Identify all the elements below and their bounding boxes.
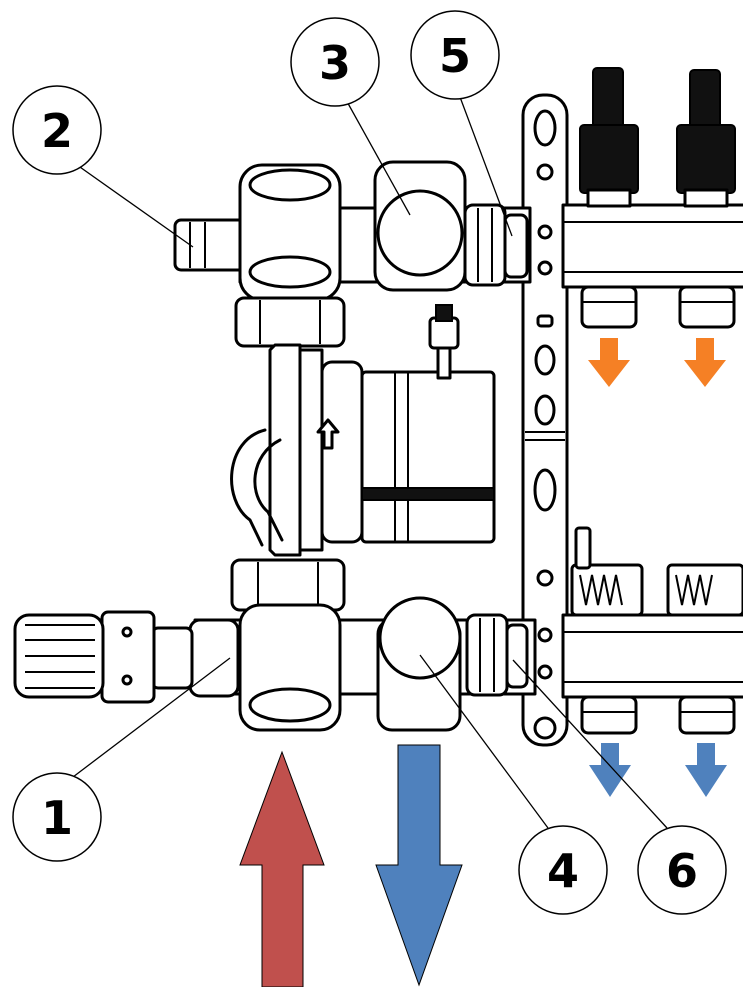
outlet-arrow-upper-2 <box>684 338 726 387</box>
flow-meter-2 <box>676 69 736 208</box>
upper-pipe <box>173 160 532 348</box>
outlet-arrow-lower-1 <box>589 743 631 797</box>
callout-5-label: 5 <box>439 29 471 83</box>
callout-1-label: 1 <box>41 791 73 845</box>
callout-6-label: 6 <box>666 844 698 898</box>
upper-manifold-bar <box>561 67 743 329</box>
leader-line-6 <box>512 659 668 829</box>
leader-line-3 <box>344 97 411 216</box>
leader-line-4 <box>419 654 549 829</box>
lower-pipe <box>13 558 537 732</box>
callout-4: 4 <box>518 825 608 915</box>
callout-4-label: 4 <box>547 844 579 898</box>
supply-inlet-arrow <box>239 750 325 987</box>
callout-2: 2 <box>12 85 102 175</box>
callout-1: 1 <box>12 772 102 862</box>
callout-6: 6 <box>637 825 727 915</box>
outlet-arrow-lower-2 <box>685 743 727 797</box>
leader-line-1 <box>72 657 231 778</box>
callout-3: 3 <box>290 17 380 107</box>
leader-line-2 <box>69 159 194 248</box>
outlet-arrow-upper-1 <box>588 338 630 387</box>
lower-manifold-bar <box>561 526 743 735</box>
callout-2-label: 2 <box>41 104 73 158</box>
callout-5: 5 <box>410 10 500 100</box>
circulation-pump <box>230 304 496 557</box>
callout-3-label: 3 <box>319 36 351 90</box>
flow-meter-1 <box>579 67 639 208</box>
leader-line-5 <box>459 96 513 237</box>
return-outlet-arrow <box>375 744 463 987</box>
mounting-bracket <box>521 93 569 747</box>
